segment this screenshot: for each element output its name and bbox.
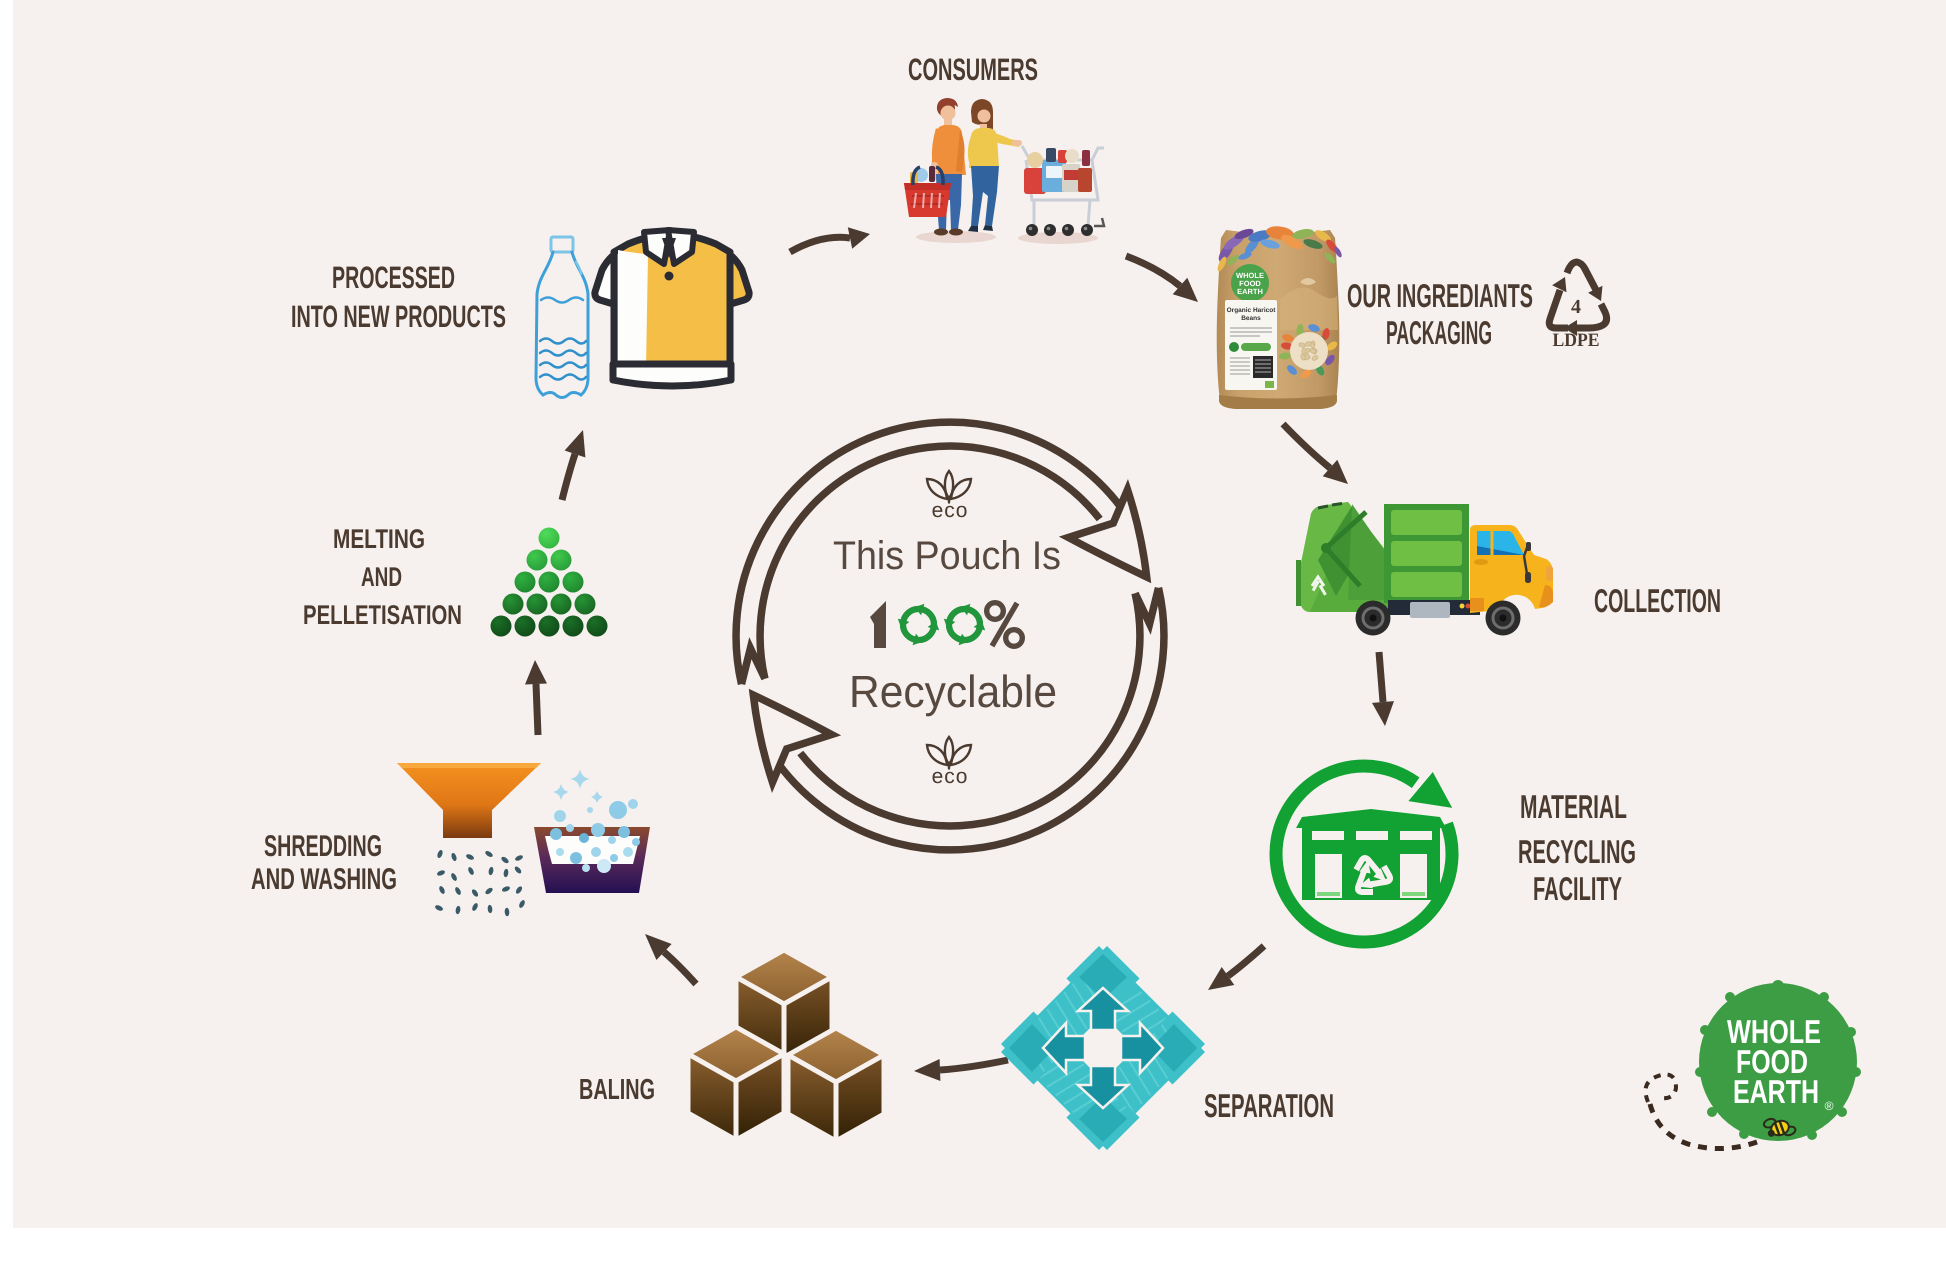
svg-text:PACKAGING: PACKAGING — [1386, 314, 1492, 351]
svg-text:MELTING: MELTING — [333, 524, 425, 554]
svg-text:COLLECTION: COLLECTION — [1594, 582, 1721, 619]
svg-text:EARTH: EARTH — [1733, 1073, 1819, 1110]
svg-text:Organic Haricot: Organic Haricot — [1227, 307, 1277, 314]
svg-text:RECYCLING: RECYCLING — [1518, 833, 1636, 870]
svg-text:MATERIAL: MATERIAL — [1520, 788, 1627, 825]
svg-text:SHREDDING: SHREDDING — [264, 830, 382, 863]
svg-text:FACILITY: FACILITY — [1533, 870, 1622, 907]
svg-text:SEPARATION: SEPARATION — [1204, 1087, 1334, 1124]
svg-text:CONSUMERS: CONSUMERS — [908, 52, 1038, 87]
svg-text:PROCESSED: PROCESSED — [332, 260, 455, 295]
svg-text:Recyclable: Recyclable — [849, 666, 1057, 717]
svg-text:OUR INGREDIANTS: OUR INGREDIANTS — [1347, 277, 1533, 314]
svg-text:4: 4 — [1571, 296, 1581, 318]
svg-text:FOOD: FOOD — [1736, 1043, 1808, 1080]
svg-text:AND: AND — [361, 562, 402, 592]
svg-text:FOOD: FOOD — [1239, 279, 1261, 288]
svg-text:WHOLE: WHOLE — [1236, 271, 1264, 280]
svg-text:WHOLE: WHOLE — [1727, 1013, 1821, 1050]
svg-text:This Pouch Is: This Pouch Is — [833, 534, 1061, 578]
svg-text:EARTH: EARTH — [1237, 287, 1263, 296]
svg-text:BALING: BALING — [579, 1074, 655, 1106]
svg-text:AND WASHING: AND WASHING — [251, 863, 397, 896]
svg-text:®: ® — [1825, 1099, 1834, 1113]
svg-text:eco: eco — [932, 765, 969, 788]
svg-text:LDPE: LDPE — [1553, 330, 1600, 351]
svg-text:eco: eco — [932, 499, 969, 522]
svg-text:Beans: Beans — [1241, 315, 1261, 322]
svg-text:INTO NEW PRODUCTS: INTO NEW PRODUCTS — [291, 299, 506, 334]
svg-text:PELLETISATION: PELLETISATION — [303, 600, 462, 630]
